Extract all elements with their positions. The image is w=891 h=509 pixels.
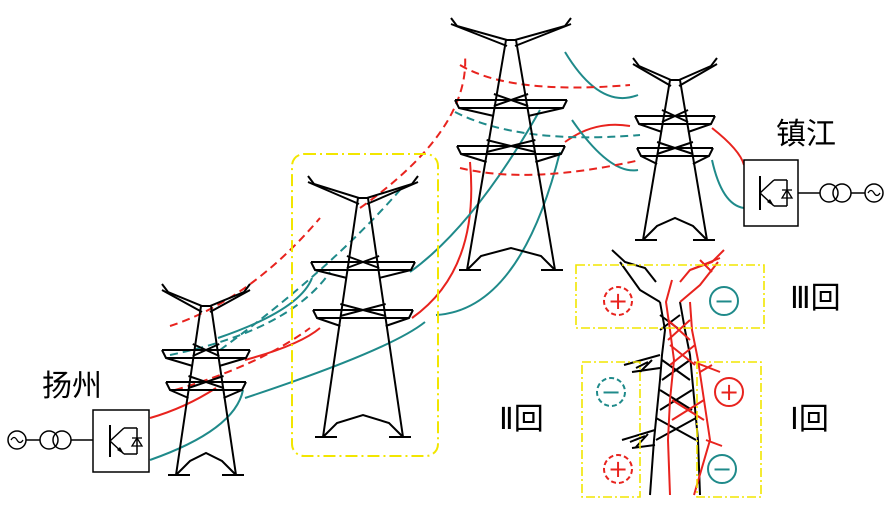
conductor-teal-solid-1 <box>149 389 244 461</box>
svg-text:+: + <box>608 287 628 315</box>
svg-text:−: − <box>714 287 734 315</box>
box-circuit-1 <box>696 361 762 498</box>
highlight-box <box>291 153 439 457</box>
box-circuit-3 <box>575 264 765 329</box>
converter-yangzhou <box>7 409 150 473</box>
polarity-plus-circuit-2: + <box>603 454 633 484</box>
conductor-teal-solid-8 <box>571 119 639 172</box>
conductor-red-dash-4 <box>459 64 631 89</box>
polarity-minus-circuit-1: − <box>707 454 737 484</box>
polarity-minus-circuit-3: − <box>709 286 739 316</box>
converter-zhenjiang <box>743 159 884 227</box>
conductor-teal-solid-5 <box>409 109 541 273</box>
tower-4 <box>632 57 718 241</box>
polarity-minus-circuit-2: − <box>596 377 626 407</box>
svg-text:+: + <box>719 378 739 406</box>
transformer-icon <box>39 430 59 450</box>
tower-3 <box>450 17 572 271</box>
conductor-teal-solid-4 <box>217 277 313 339</box>
polarity-plus-circuit-3: + <box>603 286 633 316</box>
label-yangzhou: 扬州 <box>42 369 102 404</box>
conductor-teal-solid-2 <box>244 321 426 399</box>
converter-valve-icon <box>743 159 799 227</box>
conductor-red-dash-5 <box>459 159 641 176</box>
tower-2 <box>307 175 419 438</box>
conductor-red-solid-4 <box>564 123 631 143</box>
label-circuit-2: Ⅱ回 <box>499 402 544 437</box>
conductor-red-solid-2 <box>244 327 321 361</box>
svg-text:−: − <box>712 455 732 483</box>
conductor-red-solid-3 <box>411 161 473 319</box>
conductor-red-dash-2 <box>174 327 311 391</box>
conductor-teal-dash-3 <box>454 111 641 139</box>
box-circuit-2 <box>581 361 641 498</box>
transformer-icon <box>819 183 839 203</box>
svg-text:−: − <box>601 378 621 406</box>
ac-source-icon <box>864 183 884 203</box>
converter-valve-icon <box>92 409 150 473</box>
label-circuit-3: Ⅲ回 <box>790 281 841 316</box>
conductor-teal-dash-1 <box>169 271 331 356</box>
conductor-teal-solid-7 <box>711 159 745 209</box>
conductor-red-solid-5 <box>711 127 745 166</box>
circuit-detail: + − − + + − <box>575 249 765 498</box>
tower-1 <box>161 283 251 476</box>
conductor-red-solid-1 <box>149 387 217 419</box>
conductor-red-dash-1 <box>169 217 321 327</box>
label-zhenjiang: 镇江 <box>776 117 836 152</box>
circuit-boxes <box>575 264 765 498</box>
conductor-red-dash-3 <box>359 54 467 209</box>
towers <box>161 17 718 476</box>
detail-tower-right <box>664 249 725 496</box>
conductor-teal-solid-3 <box>435 151 561 316</box>
conductor-teal-dash-2 <box>219 189 401 351</box>
conductors <box>149 51 745 461</box>
svg-text:+: + <box>608 455 628 483</box>
polarity-plus-circuit-1: + <box>714 377 744 407</box>
conductor-teal-solid-6 <box>564 51 639 100</box>
polarity-symbols: + − − + + − <box>596 286 744 484</box>
label-circuit-1: Ⅰ回 <box>790 402 829 437</box>
